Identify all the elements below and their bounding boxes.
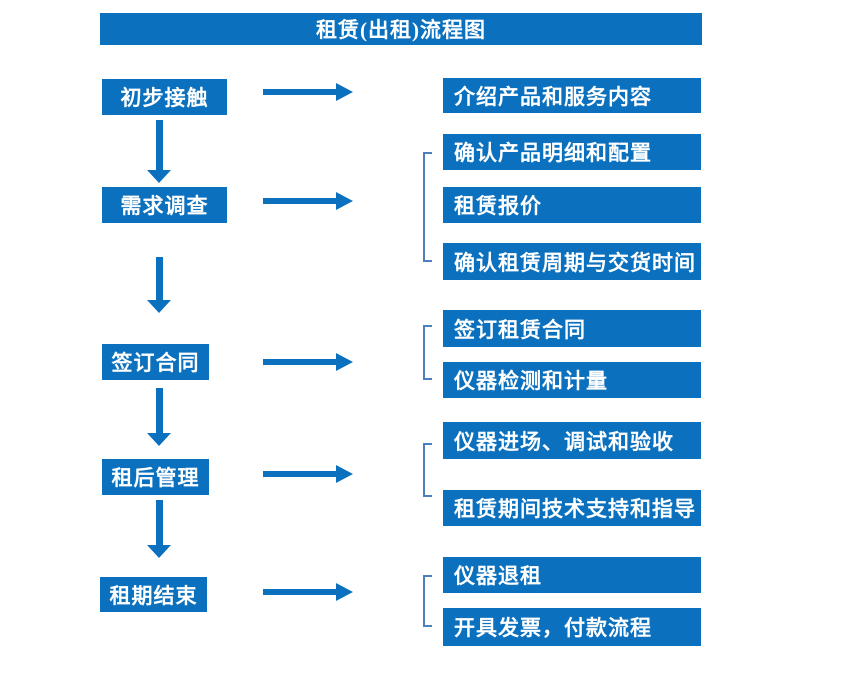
down-arrow-head-icon	[147, 300, 171, 313]
flowchart-title-bar: 租赁(出租)流程图	[100, 13, 702, 45]
group-bracket-demand-survey	[423, 152, 432, 262]
right-arrow-shaft	[263, 198, 336, 204]
detail-box-rental-quote: 租赁报价	[443, 187, 701, 223]
detail-box-confirm-product-details: 确认产品明细和配置	[443, 134, 701, 170]
right-arrow-head-icon	[336, 192, 353, 210]
step-box-rental-end: 租期结束	[100, 577, 207, 612]
down-arrow-step3-step4	[147, 388, 171, 446]
right-arrow-shaft	[263, 589, 336, 595]
right-arrow-row4	[263, 465, 353, 483]
step-box-sign-contract: 签订合同	[102, 344, 209, 380]
right-arrow-head-icon	[336, 583, 353, 601]
group-bracket-post-rental	[423, 443, 432, 497]
group-bracket-rental-end	[423, 575, 432, 627]
detail-box-sign-rental-contract: 签订租赁合同	[443, 310, 701, 347]
down-arrow-shaft	[155, 257, 163, 300]
right-arrow-shaft	[263, 471, 336, 477]
right-arrow-head-icon	[336, 83, 353, 101]
group-bracket-sign-contract	[423, 325, 432, 380]
down-arrow-shaft	[155, 120, 163, 170]
right-arrow-row3	[263, 353, 353, 371]
detail-box-instrument-setup-acceptance: 仪器进场、调试和验收	[443, 422, 701, 459]
right-arrow-row5	[263, 583, 353, 601]
detail-box-confirm-rental-period: 确认租赁周期与交货时间	[443, 243, 701, 280]
right-arrow-shaft	[263, 89, 336, 95]
detail-box-technical-support: 租赁期间技术支持和指导	[443, 490, 701, 526]
flowchart-title: 租赁(出租)流程图	[316, 18, 486, 42]
down-arrow-head-icon	[147, 170, 171, 183]
down-arrow-shaft	[155, 388, 163, 433]
detail-box-introduce-products: 介绍产品和服务内容	[443, 78, 701, 113]
right-arrow-row2	[263, 192, 353, 210]
down-arrow-head-icon	[147, 545, 171, 558]
right-arrow-row1	[263, 83, 353, 101]
step-box-demand-survey: 需求调查	[102, 187, 227, 223]
step-box-initial-contact: 初步接触	[102, 79, 227, 115]
down-arrow-step2-step3	[147, 257, 171, 313]
detail-box-invoice-payment: 开具发票，付款流程	[443, 608, 701, 646]
detail-box-instrument-testing: 仪器检测和计量	[443, 362, 701, 398]
down-arrow-step1-step2	[147, 120, 171, 183]
down-arrow-head-icon	[147, 433, 171, 446]
right-arrow-shaft	[263, 359, 336, 365]
right-arrow-head-icon	[336, 353, 353, 371]
right-arrow-head-icon	[336, 465, 353, 483]
detail-box-instrument-return: 仪器退租	[443, 557, 701, 593]
down-arrow-shaft	[155, 500, 163, 545]
down-arrow-step4-step5	[147, 500, 171, 558]
step-box-post-rental-management: 租后管理	[102, 459, 209, 495]
